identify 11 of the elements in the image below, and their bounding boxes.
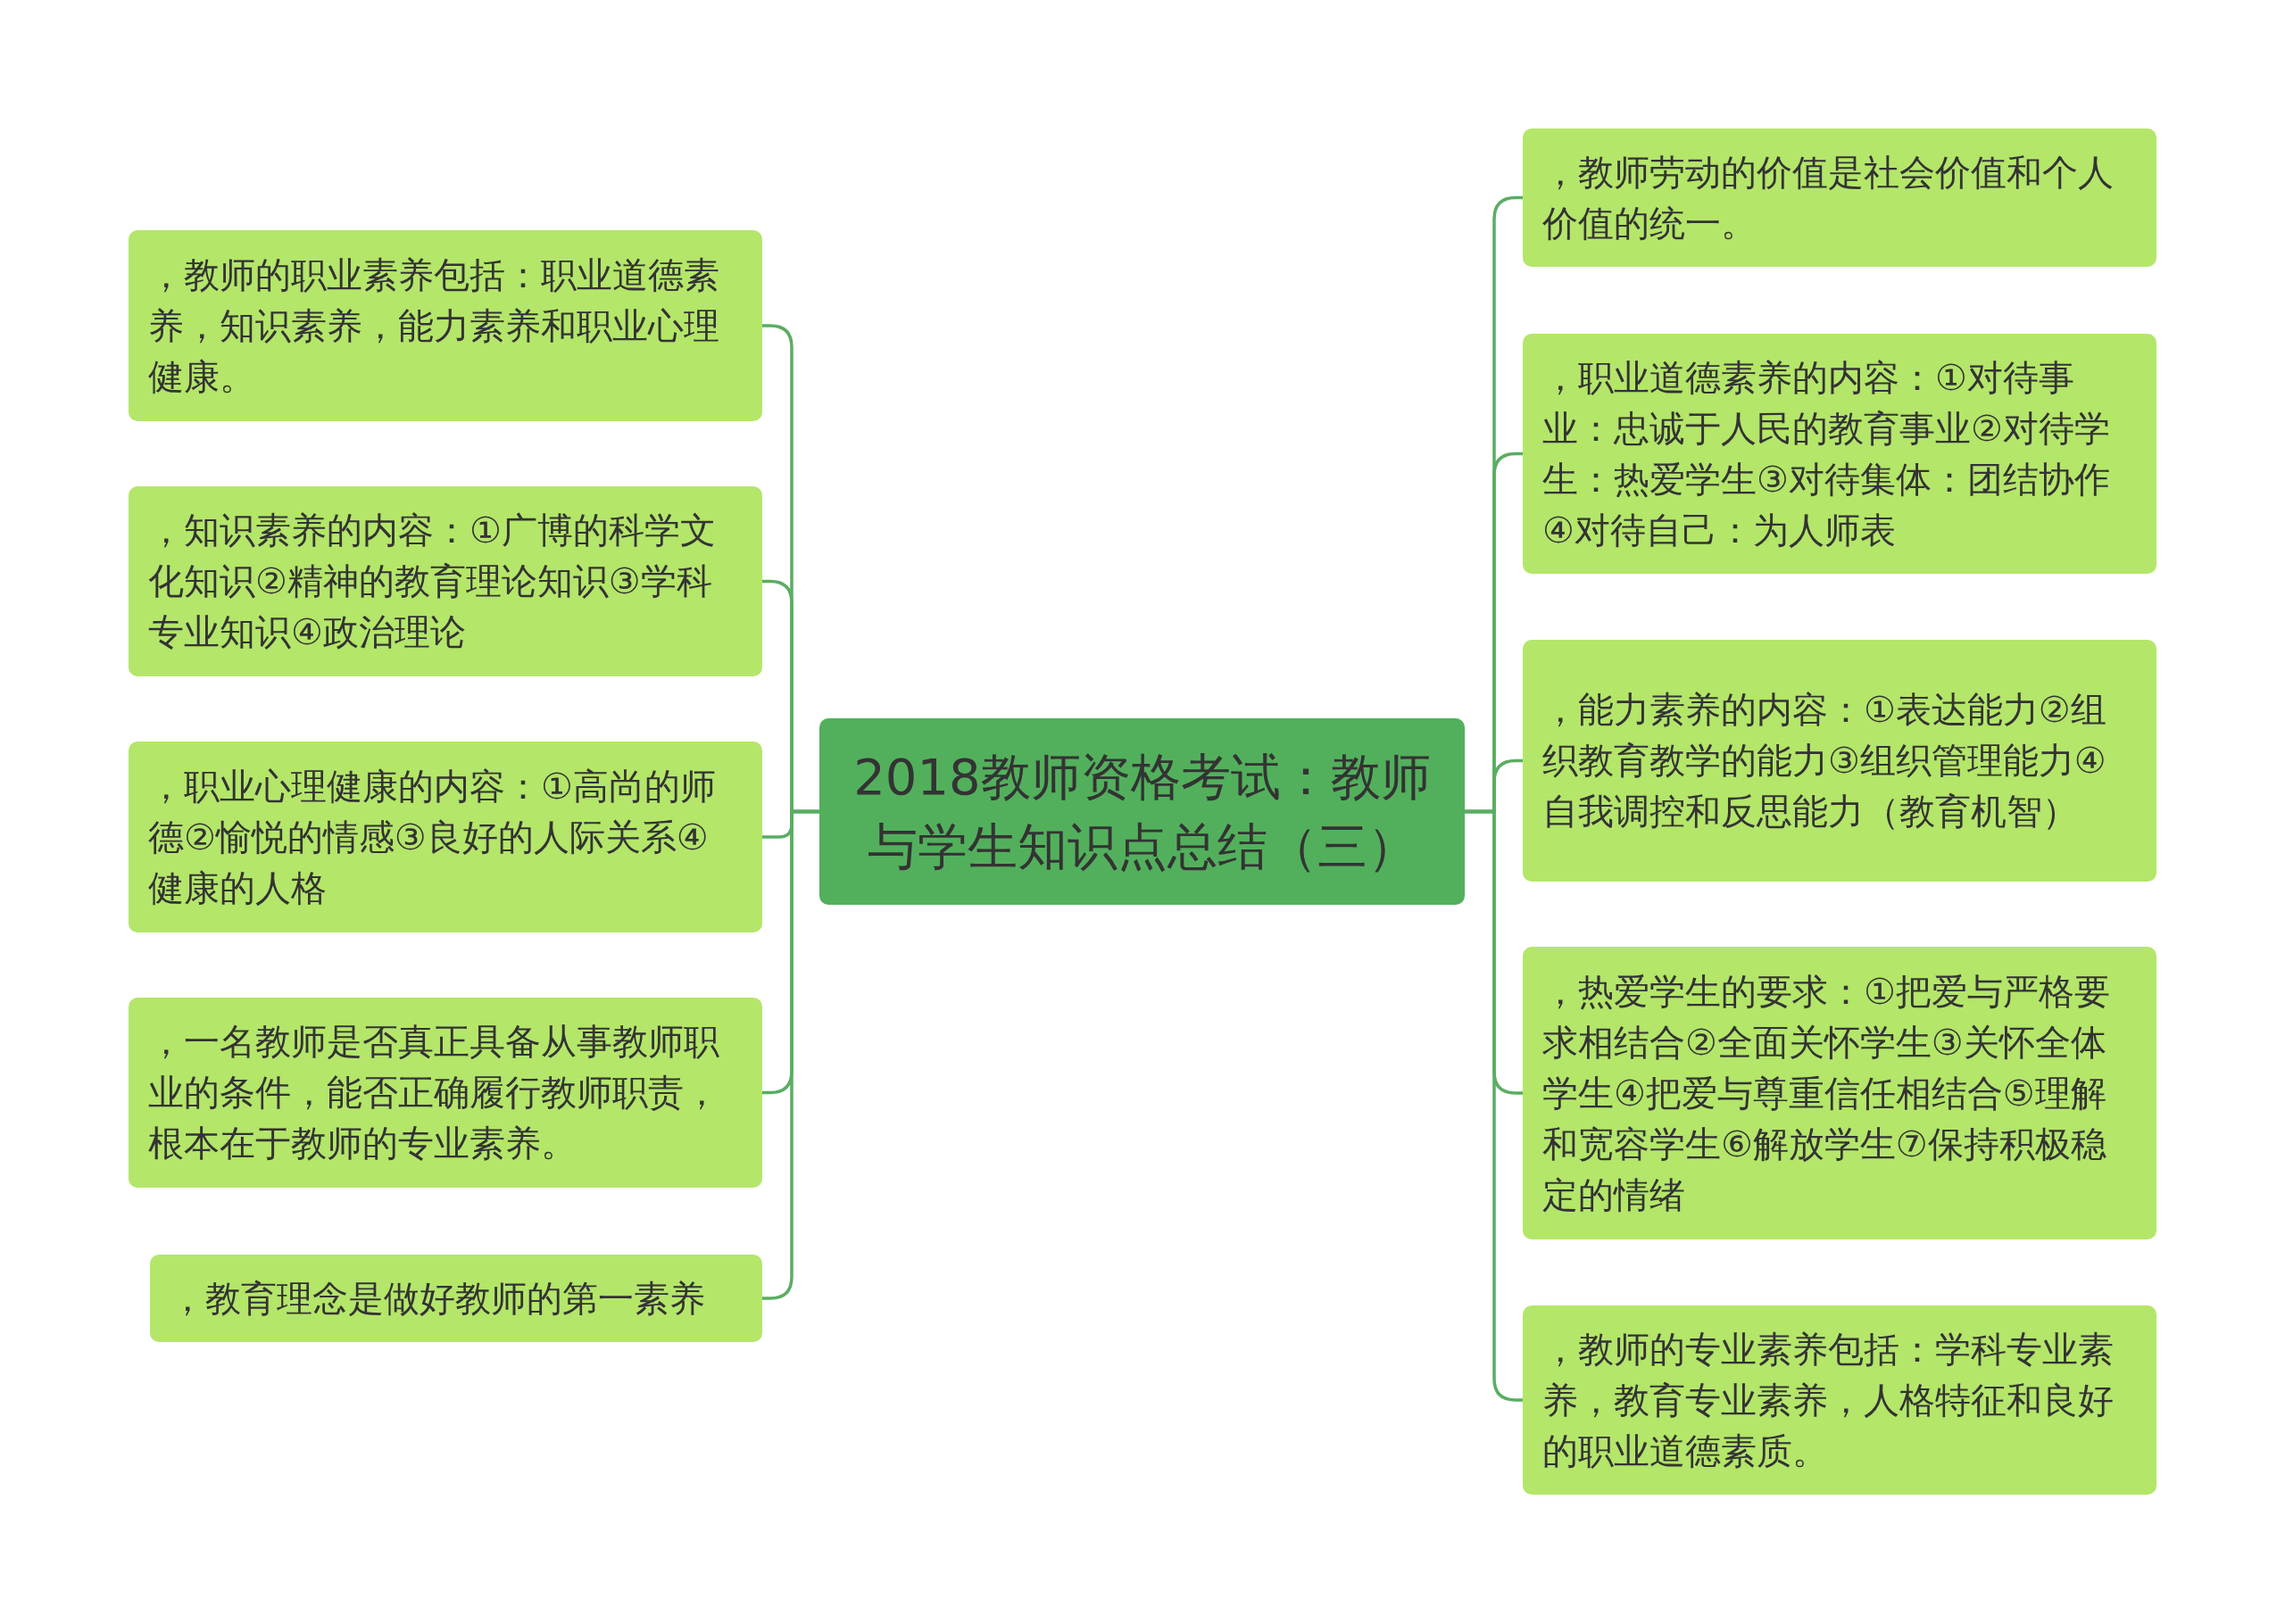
branch-box: ，教师的职业素养包括：职业道德素养，知识素养，能力素养和职业心理健康。 xyxy=(129,230,762,421)
branch-box: ，职业道德素养的内容：①对待事业：忠诚于人民的教育事业②对待学生：热爱学生③对待集体：团结协作④对待自己：为人师表 xyxy=(1523,334,2156,574)
topic-box: 2018教师资格考试：教师与学生知识点总结（三） xyxy=(819,718,1465,905)
branch-box: ，教育理念是做好教师的第一素养 xyxy=(150,1255,762,1342)
branch-box: ，知识素养的内容：①广博的科学文化知识②精神的教育理论知识③学科专业知识④政治理论 xyxy=(129,486,762,676)
branch-box: ，职业心理健康的内容：①高尚的师德②愉悦的情感③良好的人际关系④健康的人格 xyxy=(129,742,762,932)
branch-box: ，一名教师是否真正具备从事教师职业的条件，能否正确履行教师职责，根本在于教师的专业素养。 xyxy=(129,998,762,1188)
branch-box: ，教师劳动的价值是社会价值和个人价值的统一。 xyxy=(1523,128,2156,267)
branch-box: ，热爱学生的要求：①把爱与严格要求相结合②全面关怀学生③关怀全体学生④把爱与尊重信任相结合⑤理解和宽容学生⑥解放学生⑦保持积极稳定的情绪 xyxy=(1523,947,2156,1239)
branch-box: ，教师的专业素养包括：学科专业素养，教育专业素养，人格特征和良好的职业道德素质。 xyxy=(1523,1305,2156,1495)
branch-box: ，能力素养的内容：①表达能力②组织教育教学的能力③组织管理能力④自我调控和反思能力（教育机智） xyxy=(1523,640,2156,882)
